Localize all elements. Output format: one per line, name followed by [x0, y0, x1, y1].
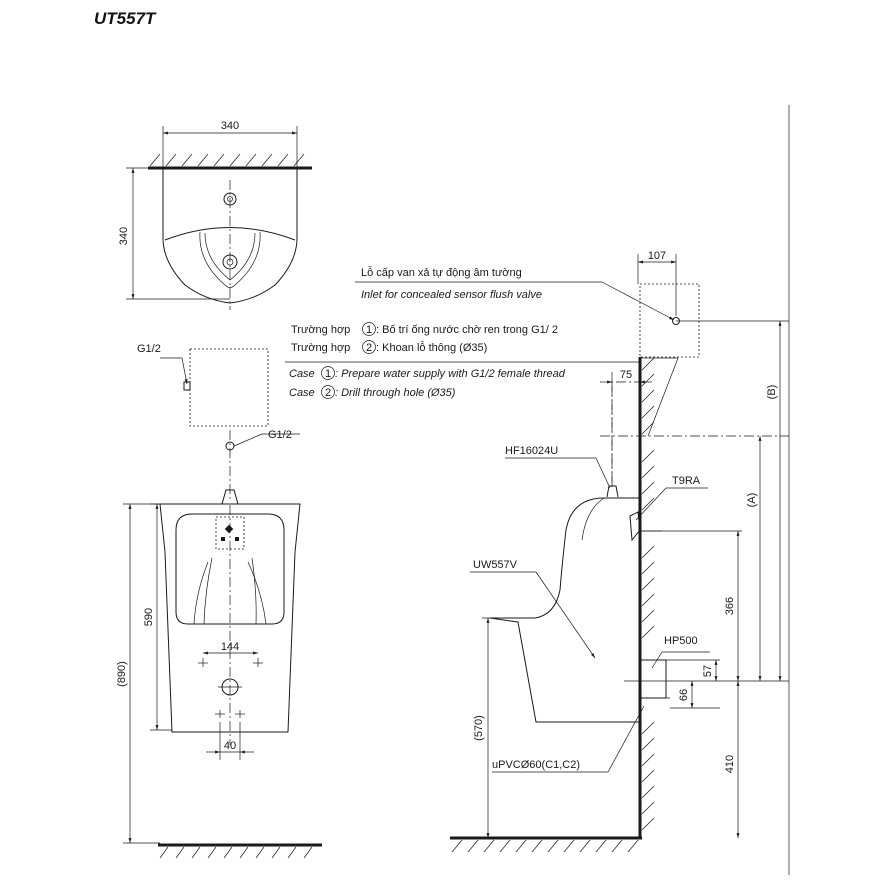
valve-box-front	[189, 348, 269, 427]
sensor-t9ra	[629, 511, 641, 542]
en-case2-text: : Drill through hole (Ø35)	[335, 387, 456, 399]
urinal-outline-side	[489, 497, 640, 723]
dim-a-label: (A)	[746, 493, 758, 508]
vn-case2-num: 2	[366, 342, 372, 354]
dim-hanger-offset-2-label: 66	[678, 689, 690, 701]
inlet-label-en: Inlet for concealed sensor flush valve	[361, 289, 542, 301]
top-view: 340 340	[118, 120, 312, 310]
upvc-label: uPVCØ60(C1,C2)	[492, 759, 580, 771]
dim-rim-height-label: (570)	[473, 715, 485, 741]
front-view: G1/2 G1/2 144	[116, 343, 322, 859]
side-view: 107	[450, 105, 790, 875]
dim-overall-height-label: (890)	[116, 661, 128, 687]
bowl-front	[175, 513, 285, 625]
urinal-outline-front	[159, 503, 301, 733]
en-case1-text: : Prepare water supply with G1/2 female …	[335, 368, 566, 380]
dim-valve-width-label: 107	[648, 250, 666, 262]
top-wall-hatch	[149, 153, 305, 167]
g12-right-label: G1/2	[268, 429, 292, 441]
hf16024u-label: HF16024U	[505, 445, 558, 457]
dim-front-height-label: 590	[143, 608, 155, 626]
inlet-label-vn: Lỗ cấp van xả tự động âm tường	[361, 266, 522, 279]
vn-case1-prefix: Trường hợp	[291, 324, 350, 336]
dim-outlet-height-label: 410	[724, 755, 736, 773]
side-wall-hatch	[641, 357, 655, 831]
dim-top-depth-label: 340	[118, 227, 130, 245]
spud-front	[221, 489, 239, 505]
en-case2-num: 2	[325, 387, 331, 399]
vn-case2-prefix: Trường hợp	[291, 342, 350, 354]
dim-outlet-spacing-label: 40	[224, 740, 236, 752]
dim-sensor-height-label: 366	[724, 597, 736, 615]
en-case1-prefix: Case	[289, 368, 315, 380]
vn-case1-text: : Bố trí ống nước chờ ren trong G1/ 2	[376, 324, 558, 336]
en-case2-prefix: Case	[289, 387, 315, 399]
dim-top-width-label: 340	[221, 120, 239, 132]
dim-pipe-offset-label: 75	[620, 369, 632, 381]
dim-b-label: (B)	[766, 385, 778, 400]
vn-case1-num: 1	[366, 324, 372, 336]
notes: Lỗ cấp van xả tự động âm tường Inlet for…	[285, 266, 675, 399]
en-case1-num: 1	[325, 368, 331, 380]
side-floor-hatch	[451, 839, 639, 853]
inner-bowl-top	[199, 231, 261, 288]
valve-box-side	[639, 283, 700, 358]
spud-side	[606, 485, 619, 498]
vn-case2-text: : Khoan lỗ thông (Ø35)	[376, 341, 487, 354]
front-floor-hatch	[159, 846, 313, 859]
bolt-marks	[198, 658, 263, 718]
t9ra-label: T9RA	[672, 475, 701, 487]
g12-left-label: G1/2	[137, 343, 161, 355]
model-title: UT557T	[94, 9, 157, 28]
dim-hanger-offset-1-label: 57	[702, 665, 714, 677]
uw557v-label: UW557V	[473, 559, 518, 571]
rim-curve-top	[164, 227, 296, 241]
hp500-label: HP500	[664, 635, 698, 647]
dim-bolt-spacing-label: 144	[221, 641, 239, 653]
hanger-hp500	[639, 659, 667, 699]
